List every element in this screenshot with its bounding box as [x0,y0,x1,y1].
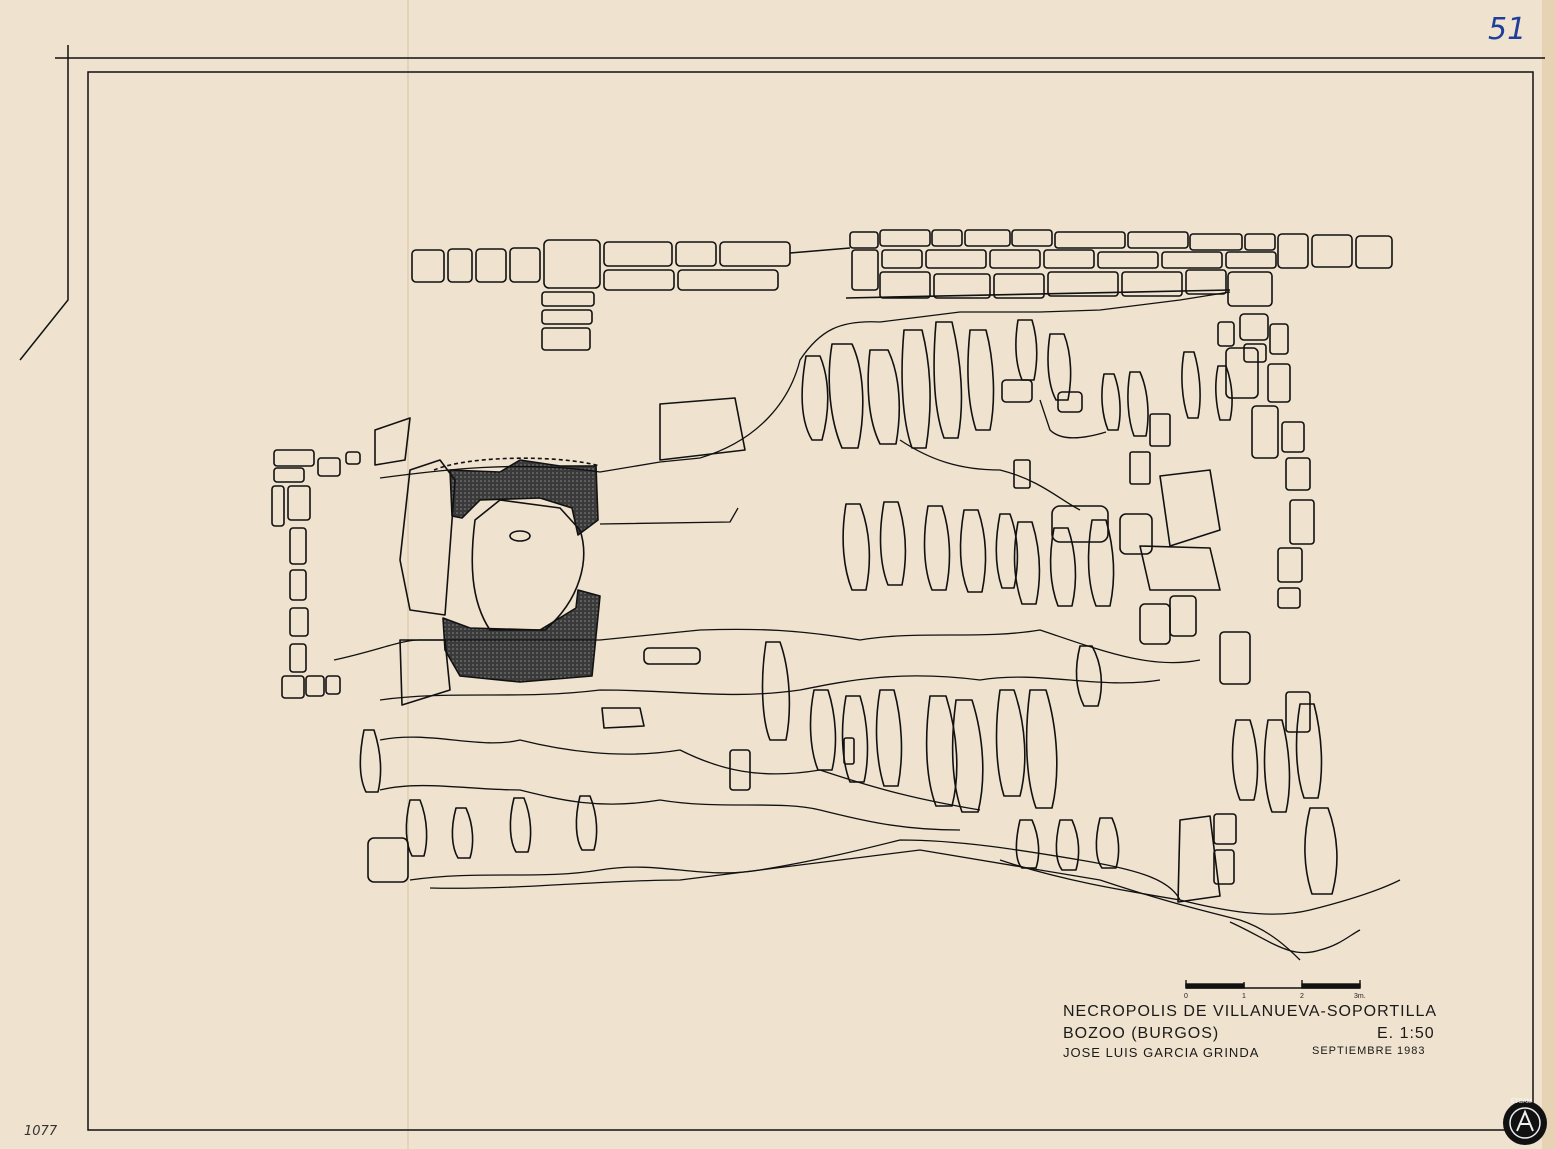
rock-contours [333,291,1401,961]
title-block-author: JOSE LUIS GARCIA GRINDA [1063,1045,1260,1060]
tomb-row-middle [601,469,1251,729]
title-block-scale: E. 1:50 [1377,1025,1435,1042]
left-enclosure [271,417,411,699]
wall-right [1217,313,1315,609]
title-block-title: NECROPOLIS DE VILLANUEVA-SOPORTILLA [1063,1003,1438,1020]
etsam-logo [1503,1101,1547,1145]
tomb-row-upper [659,319,1233,489]
sheet-number: 51 [1488,12,1527,47]
scale-tick-1: 1 [1242,993,1246,1000]
scale-tick-0: 0 [1184,993,1188,1000]
scale-tick-3: 3m. [1354,993,1366,1000]
sheet-frame [19,45,1545,1131]
inventory-number: 1077 [24,1124,58,1139]
scale-tick-2: 2 [1300,993,1304,1000]
wall-top-left [411,239,851,351]
logo-label: ETSAM [1511,1099,1532,1105]
wall-top-right [845,229,1393,307]
title-block-location: BOZOO (BURGOS) [1063,1025,1220,1042]
scale-bar [1185,980,1361,989]
tomb-row-lower [359,641,1338,903]
central-chamber [399,457,601,706]
necropolis-plan [271,229,1401,961]
title-block-date: SEPTIEMBRE 1983 [1312,1045,1426,1057]
